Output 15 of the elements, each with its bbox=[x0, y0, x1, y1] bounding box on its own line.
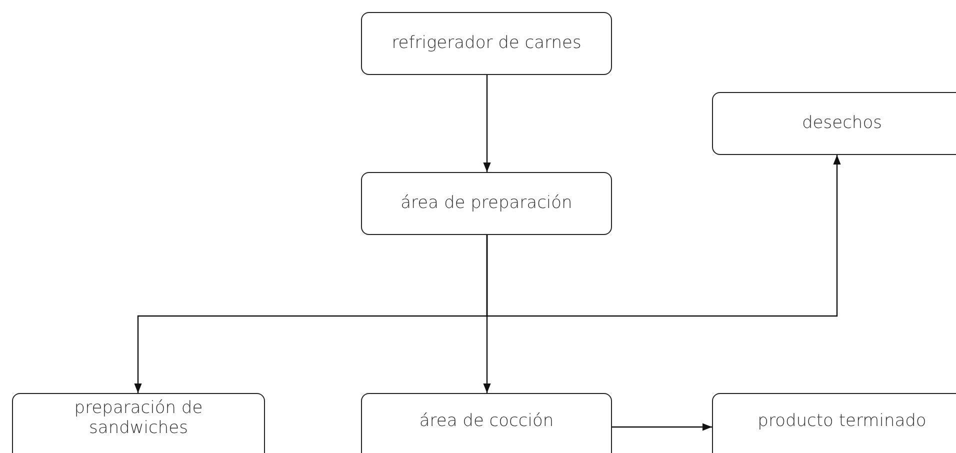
process-box bbox=[361, 393, 612, 453]
box-label: refrigerador de carnes bbox=[392, 33, 582, 54]
process-box bbox=[361, 172, 612, 235]
arrow bbox=[486, 155, 841, 317]
arrow bbox=[483, 75, 491, 172]
process-box bbox=[12, 393, 265, 453]
box-label: área de cocción bbox=[419, 411, 554, 432]
box-label: producto terminado bbox=[758, 411, 926, 432]
box-label: preparación de sandwiches bbox=[73, 398, 204, 439]
process-box bbox=[712, 393, 956, 453]
arrow bbox=[612, 423, 712, 431]
process-box bbox=[361, 12, 612, 75]
process-box bbox=[712, 92, 956, 155]
box-label: área de preparación bbox=[400, 193, 572, 214]
box-label: desechos bbox=[802, 113, 882, 134]
